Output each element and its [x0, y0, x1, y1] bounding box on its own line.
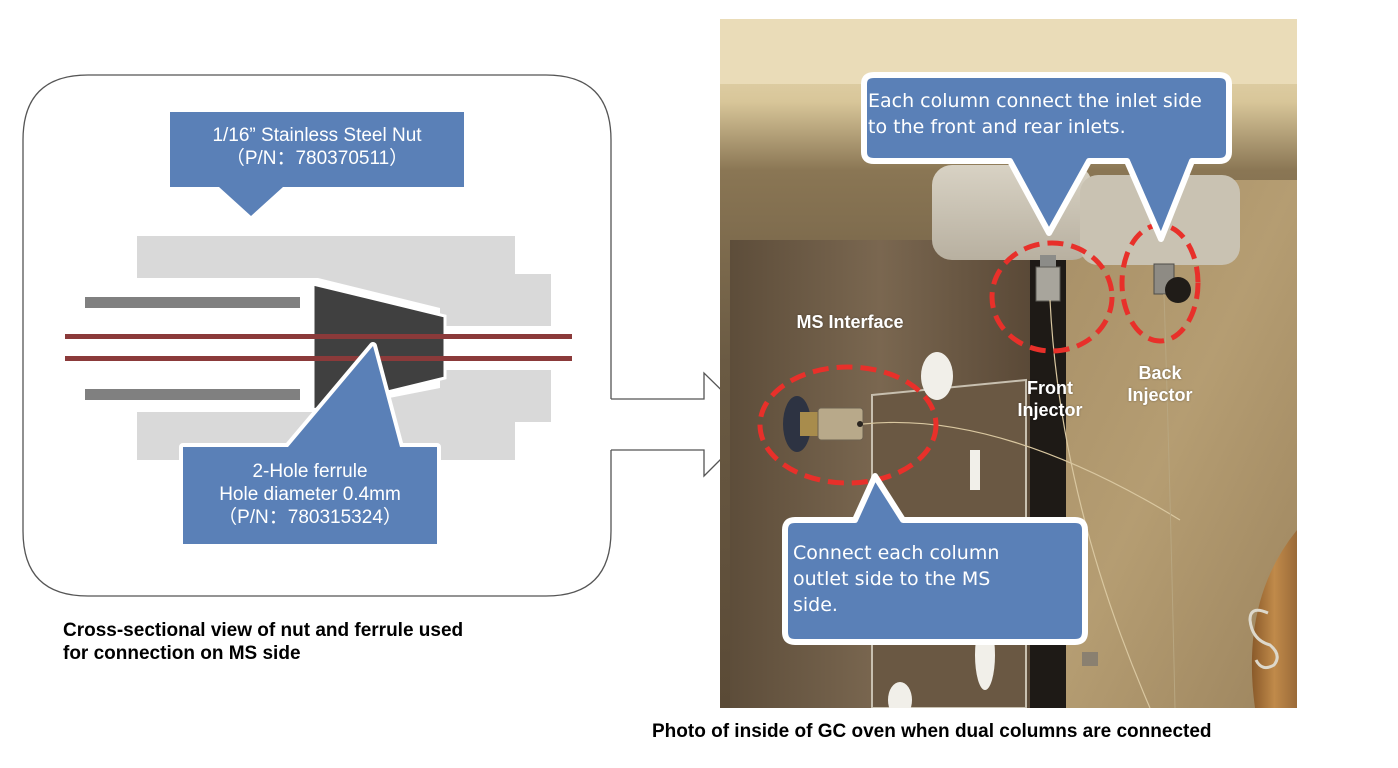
tube-upper-wall	[85, 297, 300, 308]
left-caption-line2: for connection on MS side	[63, 643, 301, 664]
ms-interface-label: MS Interface	[796, 312, 904, 332]
top-callout-text: Each column connect the inlet side to th…	[868, 88, 1228, 140]
back-injector-label: Back Injector	[1110, 362, 1210, 406]
tube-lower-wall	[85, 389, 300, 400]
arrow-right-icon	[611, 371, 757, 478]
column-line-1	[65, 334, 572, 339]
ferrule-callout-fill	[183, 346, 437, 544]
diagram-frame	[22, 74, 612, 597]
ferrule-callout-line2: Hole diameter 0.4mm	[219, 484, 401, 505]
ferrule-callout-line1: 2-Hole ferrule	[252, 461, 368, 482]
nut-callout-text: 1/16” Stainless Steel Nut （P/N：780370511…	[170, 124, 464, 170]
left-caption: Cross-sectional view of nut and ferrule …	[63, 619, 463, 665]
front-injector-label: Front Injector	[1000, 377, 1100, 421]
back-injector-label-line2: Injector	[1127, 385, 1193, 405]
back-injector-label-line1: Back	[1138, 363, 1182, 383]
front-injector-label-line2: Injector	[1017, 400, 1083, 420]
top-callout-line1: Each column connect the inlet side	[868, 90, 1202, 112]
front-injector-label-line1: Front	[1027, 378, 1073, 398]
bottom-callout-line1: Connect each column	[793, 542, 1000, 564]
bottom-callout-line2: outlet side to the MS	[793, 568, 991, 590]
top-callout-line2: to the front and rear inlets.	[868, 116, 1126, 138]
nut-callout-line2: （P/N：780370511）	[225, 148, 409, 169]
right-caption: Photo of inside of GC oven when dual col…	[652, 721, 1212, 742]
nut-callout-line1: 1/16” Stainless Steel Nut	[212, 125, 422, 146]
column-line-2	[65, 356, 572, 361]
left-caption-line1: Cross-sectional view of nut and ferrule …	[63, 620, 464, 641]
ferrule-callout-line3: （P/N：780315324）	[218, 507, 402, 528]
bottom-callout-line3: side.	[793, 594, 838, 616]
nut-upper-body	[137, 236, 551, 326]
ferrule-callout-text: 2-Hole ferrule Hole diameter 0.4mm （P/N：…	[183, 460, 437, 529]
nut-callout-shape	[170, 112, 464, 216]
bottom-callout-text: Connect each column outlet side to the M…	[793, 540, 1083, 618]
